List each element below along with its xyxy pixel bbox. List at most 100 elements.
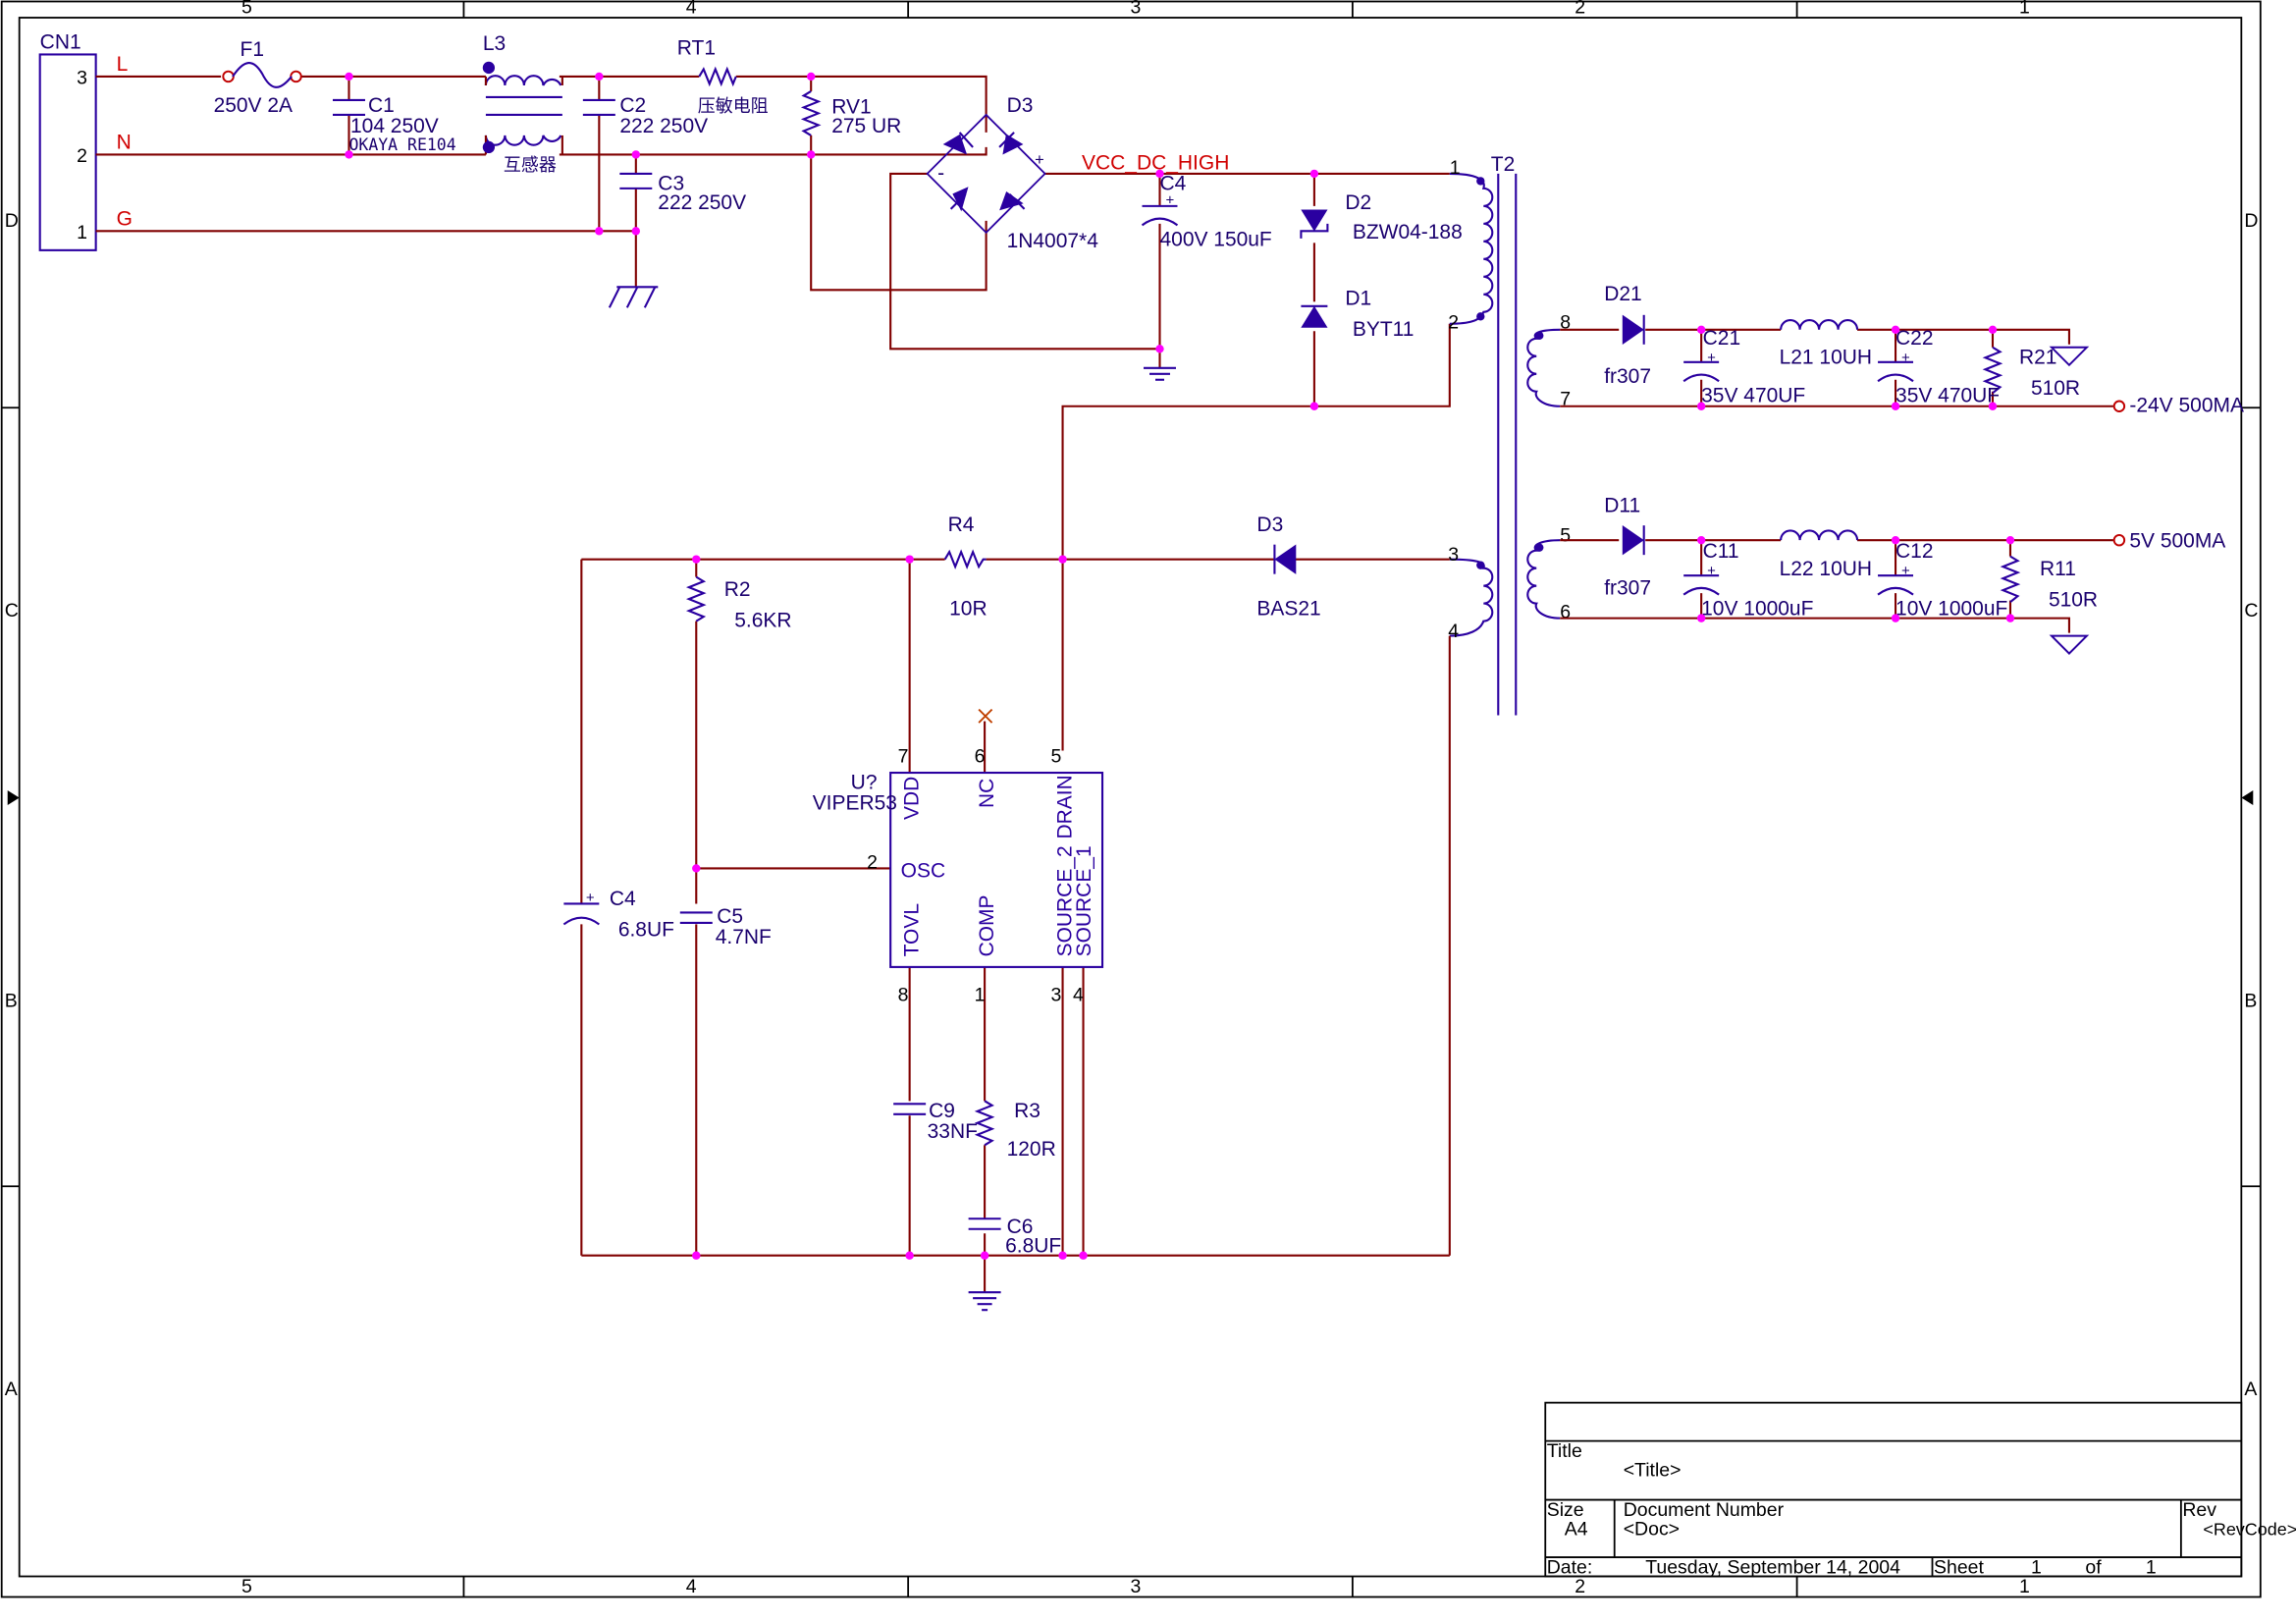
net-l: L	[117, 53, 129, 76]
rev-value: <RevCode>	[2203, 1520, 2296, 1540]
l21-label: L21 10UH	[1780, 346, 1872, 368]
t2-pin: 7	[1560, 388, 1571, 409]
sheet-total: 1	[2146, 1557, 2157, 1579]
ic-pin-num: 1	[975, 984, 986, 1005]
d1-ref: D1	[1345, 287, 1371, 309]
input-wires	[95, 75, 1451, 751]
col-label-bottom: 5	[241, 1576, 252, 1597]
col-label-top: 2	[1575, 0, 1585, 18]
ic-pin-comp: COMP	[976, 895, 998, 957]
d3-ref: D3	[1256, 514, 1283, 536]
capacitor-c6: C6 6.8UF	[968, 1216, 1061, 1258]
d3-value: BAS21	[1256, 598, 1320, 621]
col-label-top: 5	[241, 0, 252, 18]
varistor-rv1: RV1 275 UR	[800, 90, 901, 137]
net-out-24v: -24V 500MA	[2129, 395, 2244, 417]
choke-l3: L3 互感器	[482, 32, 563, 175]
capacitor-c4: + C4 6.8UF	[562, 888, 674, 941]
output-5v-stage: + + D11 fr307 C11 10V 1000uF L22 10UH C1…	[1560, 495, 2225, 655]
output-24v-stage: + + D21 fr307 C21 35V 470UF L21 10UH C22…	[1560, 283, 2244, 417]
col-label-bottom: 3	[1131, 1576, 1142, 1597]
ic-pin-nc: NC	[976, 779, 998, 808]
svg-text:+: +	[1707, 350, 1716, 366]
c3-value: 222 250V	[658, 191, 746, 214]
d21-value: fr307	[1604, 365, 1651, 388]
row-label-right: A	[2244, 1379, 2257, 1400]
ic-pin-tovl: TOVL	[901, 903, 924, 956]
d11-ref: D11	[1604, 495, 1640, 517]
rv1-ref: RV1	[831, 95, 871, 118]
ic-pin-num: 5	[1051, 746, 1062, 768]
ic-pin-source1: SOURCE_1	[1073, 845, 1095, 956]
d2-ref: D2	[1345, 191, 1371, 214]
junctions	[345, 72, 2015, 1260]
t2-pin: 8	[1560, 311, 1571, 333]
row-label-left: C	[5, 600, 19, 622]
svg-text:+: +	[586, 890, 595, 906]
t2-pin: 3	[1448, 544, 1459, 566]
row-label-right: B	[2244, 990, 2257, 1011]
chassis-ground-icon	[608, 286, 659, 308]
ic-pin-num: 8	[898, 984, 909, 1005]
c4a-ref: C4	[1159, 172, 1186, 194]
capacitor-c5: C5 4.7NF	[679, 905, 772, 948]
col-label-bottom: 1	[2019, 1576, 2030, 1597]
cn1-pin: 1	[77, 222, 87, 243]
d2-value: BZW04-188	[1353, 221, 1463, 243]
r2-value: 5.6KR	[734, 610, 791, 632]
c22-ref: C22	[1896, 327, 1933, 350]
ic-viper53: U? VIPER53 VDD NC DRAIN OSC TOVL COMP SO…	[813, 746, 1104, 1005]
t2-pin: 2	[1448, 311, 1459, 333]
r2-ref: R2	[724, 578, 751, 601]
r3-value: 120R	[1007, 1138, 1056, 1161]
bridge-minus: -	[937, 162, 944, 185]
transformer-t2: T2 1 2 3 4 5 6 7 8	[1448, 153, 1571, 716]
of-label: of	[2085, 1557, 2102, 1579]
sheet-number: 1	[2031, 1557, 2042, 1579]
c5-value: 4.7NF	[716, 926, 772, 948]
ic-pin-num: 4	[1073, 984, 1084, 1005]
r3-ref: R3	[1014, 1100, 1041, 1122]
capacitor-c1: C1 104 250V OKAYA RE104	[333, 94, 456, 154]
ground-icon	[1144, 366, 1176, 381]
c2-value: 222 250V	[619, 115, 708, 137]
rt1-ref: RT1	[677, 36, 716, 59]
controller-wires	[580, 558, 1451, 1293]
d1-value: BYT11	[1353, 318, 1415, 341]
fuse-f1: F1 250V 2A	[214, 38, 302, 117]
ic-pin-num: 7	[898, 746, 909, 768]
f1-value: 250V 2A	[214, 94, 293, 117]
ic-pin-drain: DRAIN	[1054, 775, 1077, 838]
d3br-value: 1N4007*4	[1007, 230, 1099, 252]
net-n: N	[117, 131, 132, 153]
ic-ref: U?	[851, 772, 878, 794]
net-g: G	[117, 207, 133, 230]
ground-icon	[968, 1291, 1001, 1312]
t2-pin: 1	[1450, 157, 1461, 179]
col-label-top: 3	[1131, 0, 1142, 18]
docnum-label: Document Number	[1624, 1499, 1785, 1521]
l3-value: 互感器	[504, 155, 557, 175]
no-connect-icon	[978, 708, 993, 724]
diode-d1: D1 BYT11	[1301, 287, 1415, 341]
t2-ref: T2	[1491, 153, 1515, 176]
r4-value: 10R	[949, 598, 987, 621]
size-label: Size	[1547, 1499, 1584, 1521]
c2-ref: C2	[619, 94, 646, 117]
c5-ref: C5	[717, 905, 743, 928]
date-value: Tuesday, September 14, 2004	[1645, 1557, 1900, 1579]
c3-ref: C3	[658, 172, 684, 194]
d11-value: fr307	[1604, 577, 1651, 600]
rv1-value: 275 UR	[831, 115, 901, 137]
col-label-top: 4	[686, 0, 697, 18]
col-label-bottom: 2	[1575, 1576, 1585, 1597]
ic-pin-osc: OSC	[901, 859, 945, 882]
c9-ref: C9	[929, 1100, 955, 1122]
f1-ref: F1	[240, 38, 264, 61]
svg-text:+: +	[1901, 350, 1910, 366]
c21-ref: C21	[1703, 327, 1740, 350]
svg-text:+: +	[1707, 563, 1716, 579]
rt1-value: 压敏电阻	[698, 96, 769, 116]
t2-pin: 4	[1448, 621, 1459, 642]
